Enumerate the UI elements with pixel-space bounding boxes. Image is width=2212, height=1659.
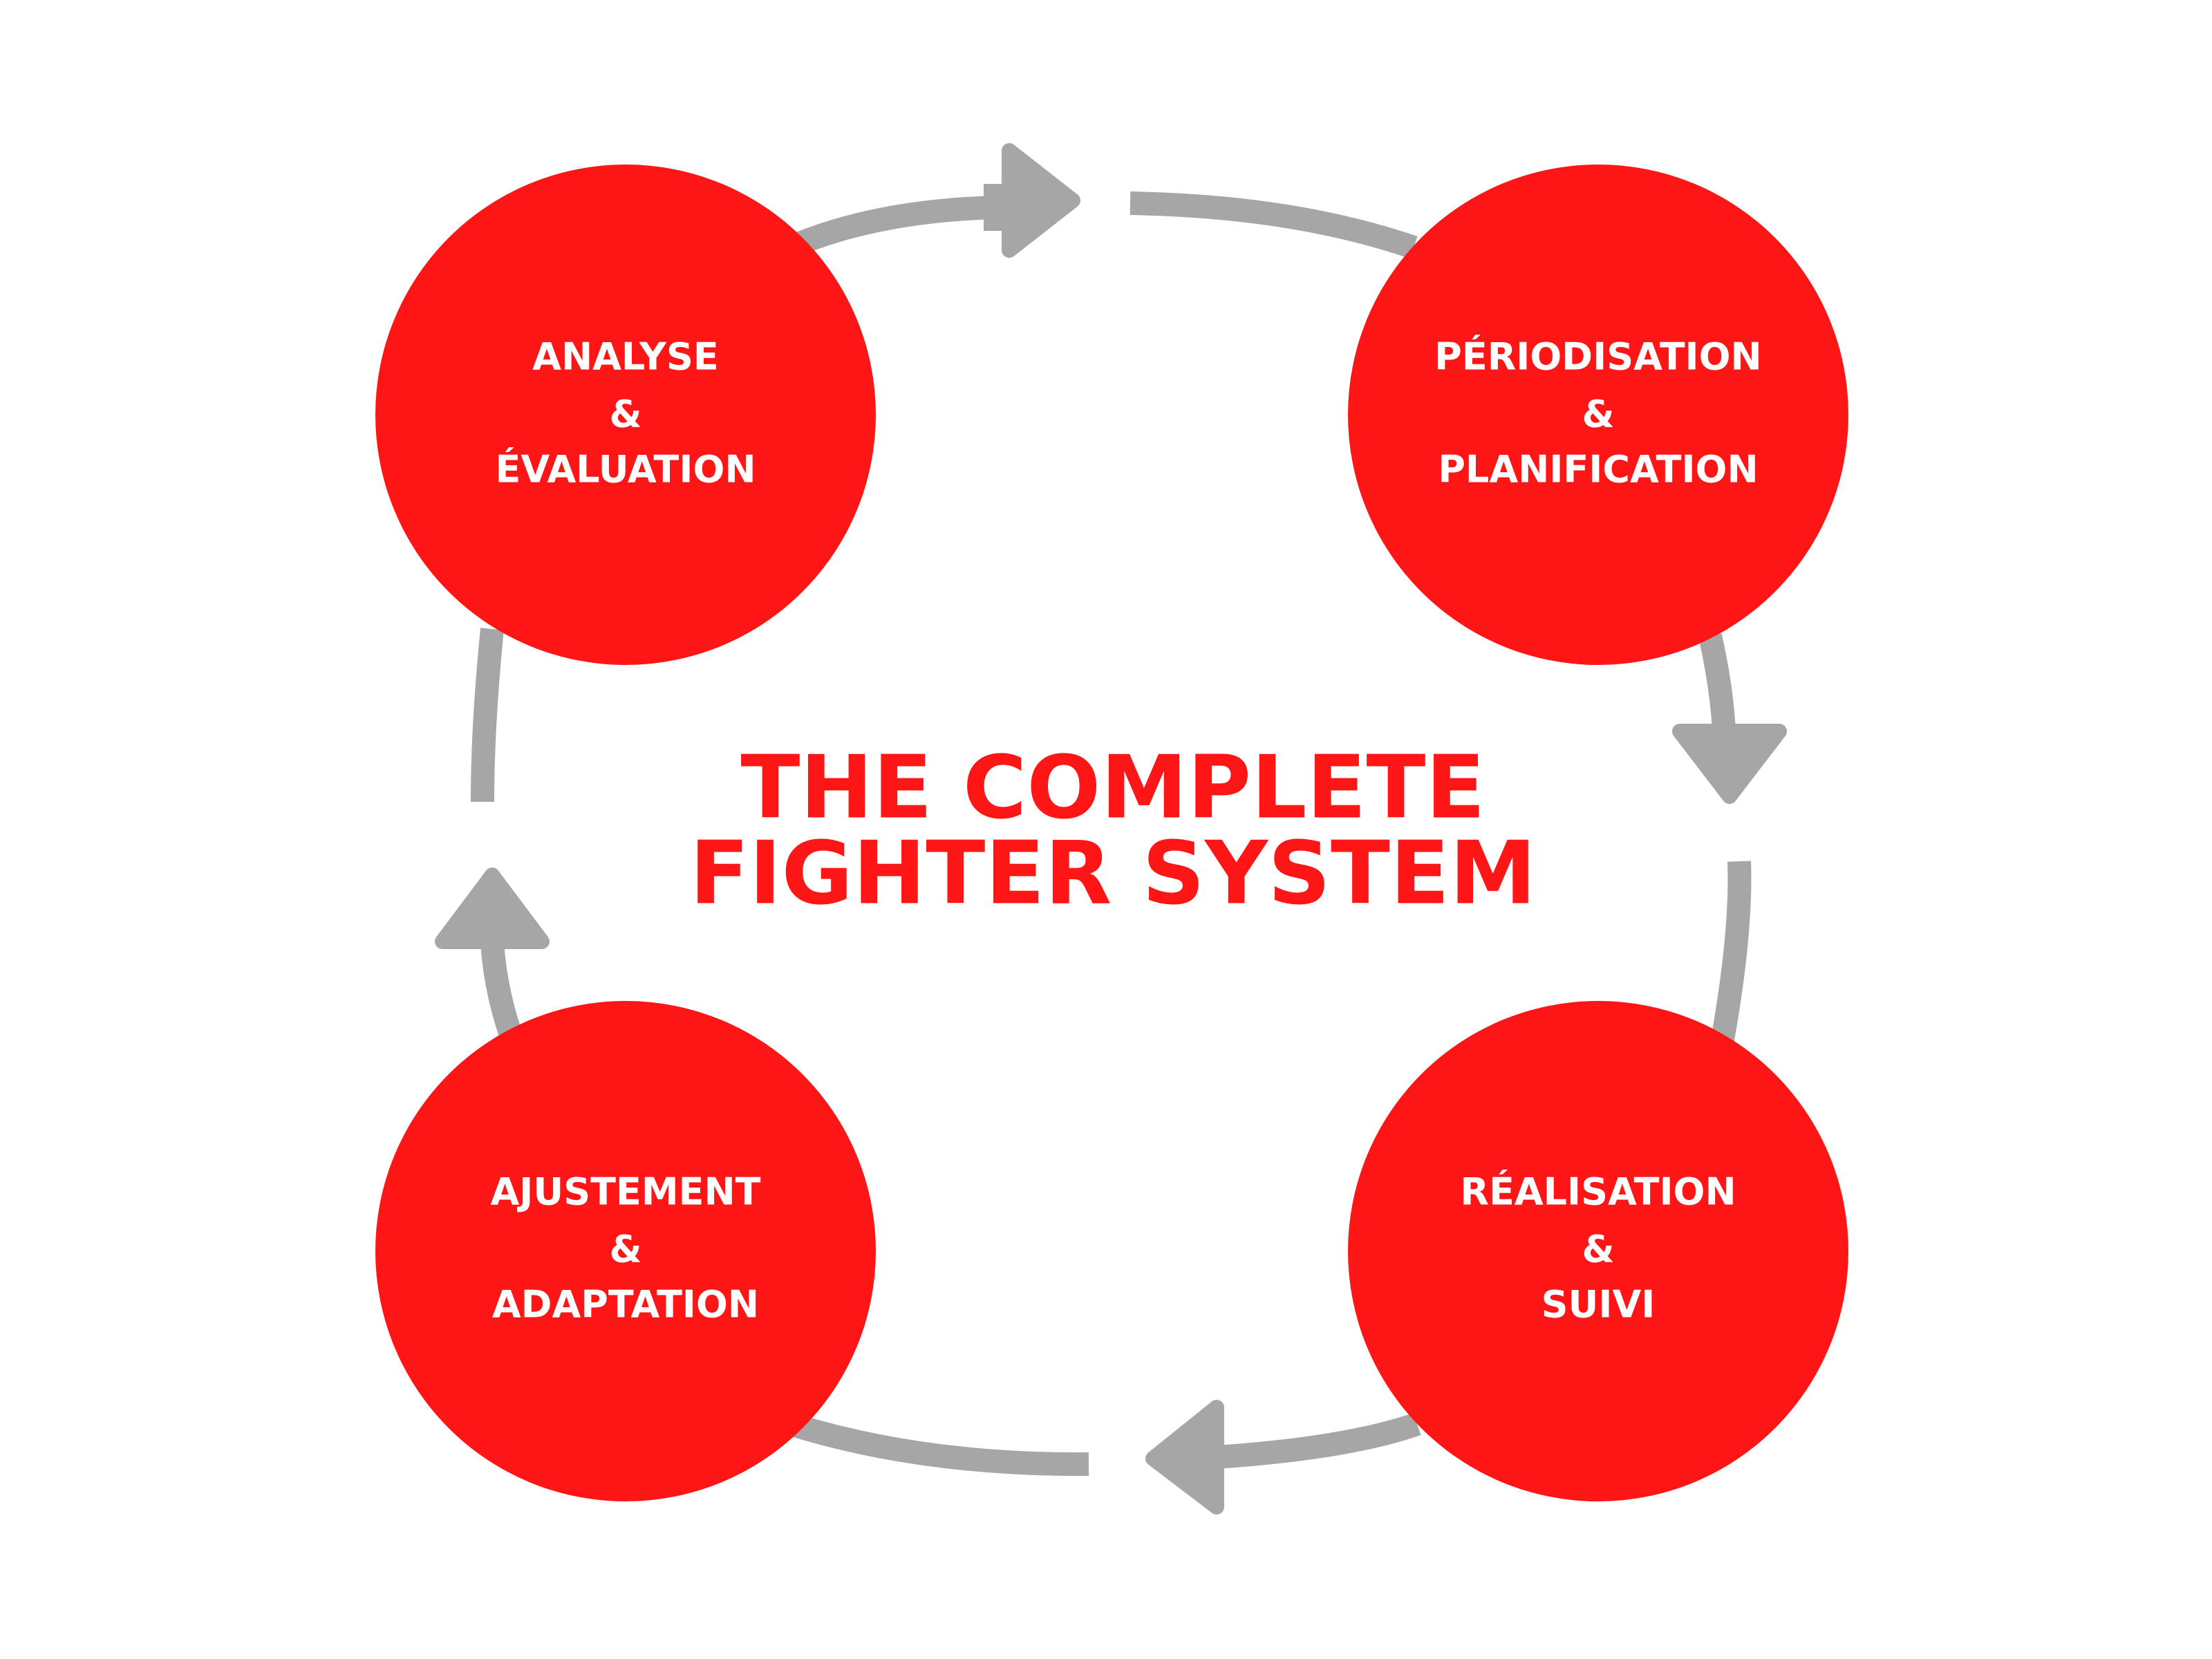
connector-top-left-arc [790, 196, 996, 256]
node-label-line-2: SUIVI [1541, 1283, 1656, 1327]
connector-bottom-left-arc [791, 1414, 1089, 1477]
arrow-realisation-to-ajustement [791, 1400, 1421, 1515]
arrow-left-icon [1145, 1400, 1224, 1515]
node-label-ampersand: & [1582, 393, 1614, 436]
arrow-right-icon [1002, 143, 1080, 258]
connector-top-right-arc [1130, 191, 1418, 259]
node-label-ampersand: & [609, 1228, 641, 1271]
title-line-2: FIGHTER SYSTEM [690, 823, 1537, 924]
arrow-periodisation-to-realisation [1672, 633, 1787, 1050]
node-periodisation: PÉRIODISATION & PLANIFICATION [1348, 165, 1848, 665]
title-line-1: THE COMPLETE [740, 737, 1485, 838]
node-label-line-1: AJUSTEMENT [491, 1170, 761, 1214]
connector-left-upper-arc [471, 628, 504, 803]
node-label-ampersand: & [609, 393, 641, 436]
arrow-up-icon [435, 868, 550, 949]
node-circle [1348, 1001, 1848, 1501]
node-label-line-2: ADAPTATION [492, 1283, 759, 1327]
node-analyse: ANALYSE & ÉVALUATION [375, 165, 876, 665]
node-circle [375, 1001, 876, 1501]
node-label-ampersand: & [1582, 1228, 1614, 1271]
arrow-analyse-to-periodisation [790, 143, 1418, 259]
node-label-line-1: RÉALISATION [1460, 1170, 1736, 1214]
arrow-ajustement-to-analyse [435, 628, 550, 1041]
node-label-line-1: PÉRIODISATION [1434, 335, 1761, 379]
connector-right-upper-arc [1698, 633, 1736, 731]
node-circle [375, 165, 876, 665]
node-circle [1348, 165, 1848, 665]
node-label-line-2: ÉVALUATION [495, 448, 756, 491]
node-realisation: RÉALISATION & SUIVI [1348, 1001, 1848, 1501]
connector-right-lower-arc [1709, 861, 1752, 1050]
node-label-line-2: PLANIFICATION [1438, 448, 1758, 491]
connector-bottom-right-arc [1215, 1412, 1421, 1469]
diagram-title: THE COMPLETE FIGHTER SYSTEM [690, 737, 1537, 924]
arrow-down-icon [1672, 724, 1787, 804]
node-label-line-1: ANALYSE [532, 335, 719, 379]
node-ajustement: AJUSTEMENT & ADAPTATION [375, 1001, 876, 1501]
connector-left-lower-arc [480, 940, 523, 1041]
